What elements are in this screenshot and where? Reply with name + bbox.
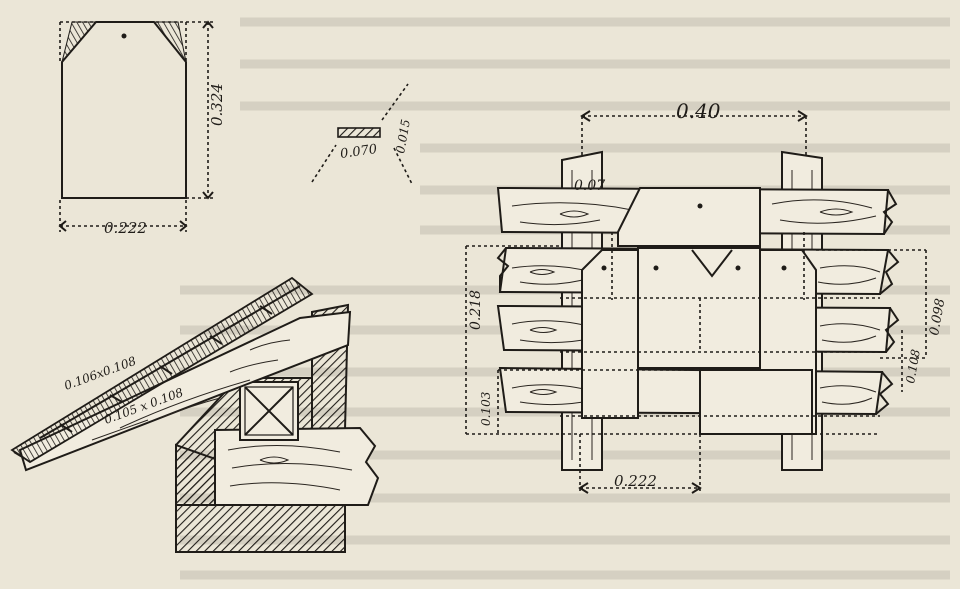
height-left-label: 0.218 (468, 290, 484, 330)
slate-section-figure: 0.070 0.015 (311, 83, 413, 185)
slate-extent-dotted-lines (59, 21, 215, 232)
offset-left-label: 0.103 (479, 391, 493, 426)
offset-right-label: 0.108 (903, 348, 923, 385)
roof-eave-section-figure: 0.106x0.108 0.105 x 0.108 (10, 276, 380, 553)
slate-section-bar (337, 127, 381, 138)
slate-height-label: 0.324 (208, 83, 226, 126)
spacing-top-label: 0.40 (676, 99, 721, 123)
section-thickness-label: 0.015 (393, 118, 413, 154)
slate-top-center (617, 187, 761, 247)
slate-nail-hole (121, 33, 127, 39)
batten-4 (498, 366, 884, 416)
slating-elevation-figure: 0.40 0.07 0.218 0.103 0.098 0.108 0.222 (465, 99, 948, 494)
bottom-width-label: 0.222 (614, 472, 657, 490)
slate-width-label: 0.222 (104, 219, 147, 237)
rafter (18, 310, 352, 472)
joist-beam (214, 426, 380, 506)
slate-nail-holes (601, 203, 787, 271)
slate-left (581, 249, 639, 419)
slate-elevation-figure: 0.222 0.324 (58, 20, 226, 237)
slate-outline (61, 21, 187, 199)
height-right-label: 0.098 (927, 297, 948, 336)
hidden-slate-edges (560, 232, 880, 435)
slate-bottom (699, 369, 813, 435)
post-mark-label: 0.07 (574, 178, 605, 194)
section-width-label: 0.070 (339, 142, 378, 162)
